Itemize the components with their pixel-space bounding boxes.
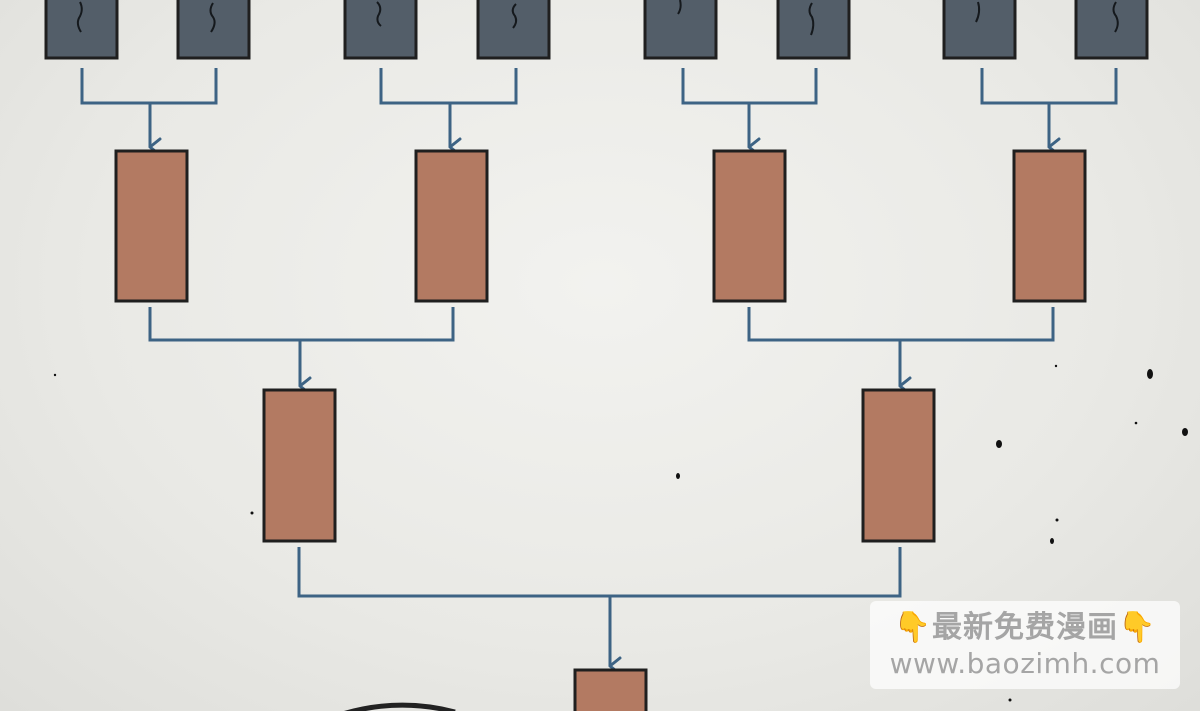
watermark-url: www.baozimh.com bbox=[889, 647, 1161, 680]
round2-box-4 bbox=[1012, 149, 1087, 303]
top-box-6 bbox=[776, 0, 851, 60]
ink-speckles bbox=[53, 364, 1188, 702]
site-watermark: 👇 最新免费漫画 👇 www.baozimh.com bbox=[870, 601, 1180, 689]
second-row-boxes bbox=[114, 149, 1087, 303]
top-box-7 bbox=[942, 0, 1017, 60]
round2-box-3 bbox=[712, 149, 787, 303]
round3-box-2 bbox=[861, 388, 936, 543]
top-box-5 bbox=[643, 0, 718, 60]
watermark-title: 👇 最新免费漫画 👇 bbox=[894, 609, 1157, 647]
final-box bbox=[573, 668, 648, 711]
top-box-3 bbox=[343, 0, 418, 60]
round2-box-2 bbox=[414, 149, 489, 303]
connectors-level-2 bbox=[148, 307, 1055, 396]
pointing-down-icon: 👇 bbox=[893, 610, 932, 645]
round2-box-1 bbox=[114, 149, 189, 303]
pointing-down-icon: 👇 bbox=[1118, 610, 1157, 645]
connectors-level-3 bbox=[297, 547, 902, 676]
connectors-level-1 bbox=[80, 68, 1118, 157]
top-box-8 bbox=[1074, 0, 1149, 60]
round3-box-1 bbox=[262, 388, 337, 543]
top-row-boxes bbox=[44, 0, 1149, 60]
third-row-boxes bbox=[262, 388, 936, 543]
top-box-2 bbox=[176, 0, 251, 60]
watermark-text: 最新免费漫画 bbox=[932, 610, 1118, 645]
partial-arc bbox=[344, 702, 456, 711]
top-box-1 bbox=[44, 0, 119, 60]
top-box-4 bbox=[476, 0, 551, 60]
